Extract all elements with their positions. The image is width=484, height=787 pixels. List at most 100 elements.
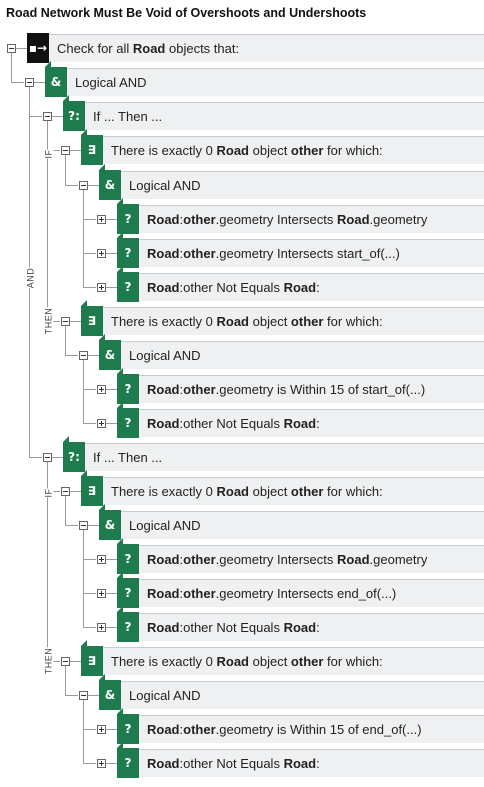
text-token: .geometry [369, 552, 428, 567]
node-label: There is exactly 0 Road object other for… [111, 143, 383, 158]
text-token: :other Not Equals [179, 416, 284, 431]
collapse-toggle[interactable] [7, 44, 16, 53]
exists-node[interactable]: There is exactly 0 Road object other for… [103, 647, 484, 675]
logical-and-node[interactable]: Logical AND [121, 341, 484, 369]
expand-toggle[interactable] [97, 283, 106, 292]
text-token: : [179, 552, 184, 567]
collapse-toggle[interactable] [61, 657, 70, 666]
and-branch-label: AND [24, 267, 35, 289]
collapse-toggle[interactable] [25, 78, 34, 87]
condition-icon: ? [117, 708, 139, 744]
expand-toggle[interactable] [97, 215, 106, 224]
text-token: There is exactly 0 [111, 484, 217, 499]
collapse-toggle[interactable] [79, 351, 88, 360]
text-token: .geometry Intersects end_of(...) [215, 586, 397, 601]
text-token: Logical AND [129, 688, 201, 703]
collapse-toggle[interactable] [43, 112, 52, 121]
expand-toggle[interactable] [97, 759, 106, 768]
tree-connector-line [88, 695, 99, 696]
tree-connector-line [106, 423, 117, 424]
tree-connector-line [65, 695, 78, 696]
expand-toggle[interactable] [97, 589, 106, 598]
tree-connector-line [88, 525, 99, 526]
bold-token: other [290, 654, 324, 669]
node-label: Road:other Not Equals Road: [147, 280, 320, 295]
collapse-toggle[interactable] [61, 487, 70, 496]
collapse-toggle[interactable] [61, 317, 70, 326]
exists-node[interactable]: There is exactly 0 Road object other for… [103, 477, 484, 505]
exists-node[interactable]: There is exactly 0 Road object other for… [103, 307, 484, 335]
bold-token: other [183, 246, 216, 261]
text-token: for which: [323, 143, 383, 158]
text-token: Logical AND [129, 178, 201, 193]
condition-icon: ? [117, 538, 139, 574]
if-then-node[interactable]: If ... Then ... [85, 102, 484, 130]
text-token: :other Not Equals [179, 620, 284, 635]
expand-toggle[interactable] [97, 419, 106, 428]
exists-icon: ∃ [81, 470, 103, 506]
text-token: :other Not Equals [179, 280, 284, 295]
tree-connector-line [65, 155, 66, 185]
logical-and-node[interactable]: Logical AND [121, 171, 484, 199]
node-label: Road:other.geometry is Within 15 of star… [147, 382, 425, 397]
tree-connector-line [70, 491, 81, 492]
expand-toggle[interactable] [97, 249, 106, 258]
bold-token: Road [283, 416, 317, 431]
check-for-all-node[interactable]: Check for all Road objects that: [49, 34, 484, 62]
expand-toggle[interactable] [97, 555, 106, 564]
condition-node[interactable]: Road:other Not Equals Road: [139, 749, 484, 777]
condition-node[interactable]: Road:other.geometry is Within 15 of end_… [139, 715, 484, 743]
condition-node[interactable]: Road:other.geometry Intersects start_of(… [139, 239, 484, 267]
logical-and-node[interactable]: Logical AND [67, 68, 484, 96]
if-branch-label: IF [43, 488, 53, 498]
condition-node[interactable]: Road:other Not Equals Road: [139, 409, 484, 437]
text-token: : [179, 586, 184, 601]
tree-connector-line [88, 185, 99, 186]
bold-token: Road [216, 654, 250, 669]
collapse-toggle[interactable] [79, 181, 88, 190]
bold-token: Road [147, 586, 180, 601]
collapse-toggle[interactable] [79, 521, 88, 530]
text-token: Logical AND [75, 75, 147, 90]
logical-and-node[interactable]: Logical AND [121, 681, 484, 709]
condition-icon: ? [117, 402, 139, 438]
condition-icon: ? [117, 266, 139, 302]
bold-token: Road [283, 620, 317, 635]
text-token: There is exactly 0 [111, 314, 217, 329]
tree-connector-line [83, 700, 84, 763]
condition-icon: ? [117, 198, 139, 234]
condition-node[interactable]: Road:other.geometry Intersects Road.geom… [139, 205, 484, 233]
if-then-node[interactable]: If ... Then ... [85, 443, 484, 471]
collapse-toggle[interactable] [43, 453, 52, 462]
tree-connector-line [29, 457, 42, 458]
exists-icon: ∃ [81, 129, 103, 165]
expand-toggle[interactable] [97, 725, 106, 734]
condition-node[interactable]: Road:other Not Equals Road: [139, 613, 484, 641]
condition-node[interactable]: Road:other.geometry Intersects end_of(..… [139, 579, 484, 607]
check-all-icon: ▪→ [27, 33, 49, 63]
bold-token: other [290, 484, 324, 499]
condition-node[interactable]: Road:other.geometry Intersects Road.geom… [139, 545, 484, 573]
if-then-icon: ?: [63, 436, 85, 472]
bold-token: Road [216, 484, 250, 499]
tree-connector-line [83, 389, 96, 390]
text-token: .geometry is Within 15 of end_of(...) [215, 722, 422, 737]
text-token: : [179, 382, 184, 397]
bold-token: Road [147, 552, 180, 567]
text-token: object [249, 484, 291, 499]
expand-toggle[interactable] [97, 623, 106, 632]
expand-toggle[interactable] [97, 385, 106, 394]
text-token: object [249, 654, 291, 669]
condition-node[interactable]: Road:other.geometry is Within 15 of star… [139, 375, 484, 403]
condition-node[interactable]: Road:other Not Equals Road: [139, 273, 484, 301]
tree-connector-line [88, 355, 99, 356]
logical-and-node[interactable]: Logical AND [121, 511, 484, 539]
node-label: Road:other Not Equals Road: [147, 416, 320, 431]
text-token: .geometry Intersects [215, 552, 338, 567]
collapse-toggle[interactable] [79, 691, 88, 700]
collapse-toggle[interactable] [61, 146, 70, 155]
tree-connector-line [83, 729, 96, 730]
exists-node[interactable]: There is exactly 0 Road object other for… [103, 136, 484, 164]
text-token: .geometry is Within 15 of start_of(...) [215, 382, 426, 397]
tree-connector-line [83, 593, 96, 594]
